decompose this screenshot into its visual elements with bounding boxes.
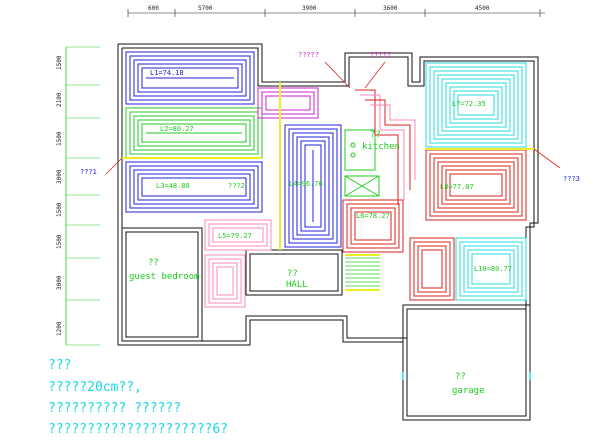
dim-left-4: 3000 [56, 169, 63, 184]
loop-red-center [342, 199, 404, 253]
loop-blue-mid [125, 161, 263, 213]
loop-label-l1: L1=74.18 [150, 69, 184, 77]
manifold-label-top-right: ????? [370, 51, 391, 59]
room-label-kitchen-zh: ?? [370, 130, 381, 140]
loop-label-l4: L4=96.76 [289, 180, 323, 188]
loop-label-l8: L8=77.87 [440, 183, 474, 191]
manifold-label-left: ???1 [80, 168, 97, 176]
stairs [345, 257, 380, 287]
loop-blue-top [125, 51, 255, 105]
loop-label-l10: L10=80.77 [474, 265, 512, 273]
dim-left-7: 3000 [56, 275, 63, 290]
loop-label-l3: L3=48.88 [156, 182, 190, 190]
dim-left-8: 1200 [56, 321, 63, 336]
loop-label-l5: L5=79.27 [218, 232, 252, 240]
manifold-leaders [105, 61, 561, 175]
garage-door-marks [402, 372, 531, 380]
loop-label-small-a: ???2 [228, 182, 245, 190]
room-label-hall: HALL [286, 280, 308, 290]
loop-label-l2: L2=80.27 [160, 125, 194, 133]
dim-top-4: 3600 [383, 5, 398, 12]
dim-left-3: 1500 [56, 131, 63, 146]
dim-top-1: 600 [148, 5, 159, 12]
walls [117, 43, 539, 421]
room-label-guest-bedroom-zh: ?? [148, 258, 159, 268]
dim-left-5: 1500 [56, 202, 63, 217]
room-label-kitchen: kitchen [362, 142, 400, 152]
kitchen-fixtures [344, 129, 380, 197]
loop-green [125, 107, 263, 159]
top-dimension-line: 600 5700 3900 3600 4500 [127, 5, 545, 17]
manifold-label-right: ???3 [563, 175, 580, 183]
dim-top-5: 4500 [475, 5, 490, 12]
room-label-hall-zh: ?? [287, 269, 298, 279]
manifold-label-top-left: ????? [298, 51, 319, 59]
room-label-garage: garage [452, 386, 485, 396]
dim-top-3: 3900 [302, 5, 317, 12]
note-line-3: ?????????? ?????? [48, 401, 181, 416]
dim-left-2: 2100 [56, 92, 63, 107]
loop-cyan-top-right [425, 62, 527, 148]
note-line-4: ?????????????????????6? [48, 422, 228, 437]
note-line-1: ??? [48, 358, 71, 373]
dim-left-6: 1500 [56, 234, 63, 249]
loop-label-l6: L6=78.27 [356, 212, 390, 220]
feed-pipes [355, 89, 416, 205]
loop-label-l7: L7=72.35 [452, 100, 486, 108]
loop-pink-mid [204, 219, 272, 308]
room-label-guest-bedroom: guest bedroom [129, 272, 199, 282]
dim-left-1: 1500 [56, 55, 63, 70]
loop-red-lower [409, 237, 455, 301]
note-line-2: ?????20cm??, [48, 380, 142, 395]
left-dimension-line: 1500 2100 1500 3000 1500 1500 3000 1200 [56, 46, 100, 346]
yellow-bars [122, 82, 534, 291]
loop-magenta [257, 87, 319, 119]
loop-cyan-lower [455, 237, 527, 301]
room-label-garage-zh: ?? [455, 372, 466, 382]
dim-top-2: 5700 [198, 5, 213, 12]
loop-blue-vertical [284, 124, 342, 248]
